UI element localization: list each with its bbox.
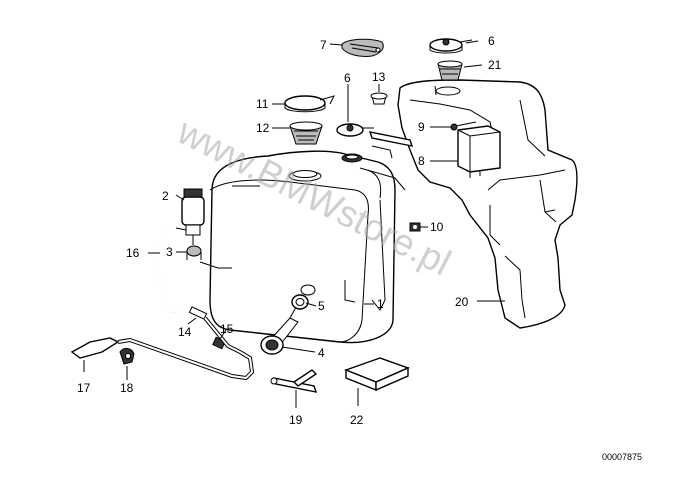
callout-20: 20 [455, 295, 469, 309]
bolt-part-19 [270, 369, 318, 393]
callout-18: 18 [120, 381, 134, 395]
callout-labels: 1 2 3 4 5 6 6 7 8 9 10 11 12 13 14 15 16… [77, 34, 502, 427]
callout-6-top: 6 [488, 34, 495, 48]
callout-1: 1 [377, 297, 384, 311]
callout-8: 8 [418, 154, 425, 168]
filter-part-21 [437, 60, 463, 81]
grommet-part-13 [370, 92, 388, 105]
washer-line-part-17 [70, 316, 255, 381]
callout-15: 15 [220, 322, 234, 336]
cap-part-6-top [429, 38, 473, 54]
callout-14: 14 [178, 325, 192, 339]
callout-17: 17 [77, 381, 91, 395]
callout-22: 22 [350, 413, 364, 427]
callout-7: 7 [320, 38, 327, 52]
relay-part-8 [457, 125, 501, 178]
filter-part-12 [289, 121, 323, 145]
pump-part-2 [181, 188, 205, 245]
callout-3: 3 [166, 245, 173, 259]
bracket-center [368, 131, 414, 159]
hose-part-16 [156, 227, 197, 319]
cap-part-6-center [336, 123, 374, 163]
callout-16: 16 [126, 246, 140, 260]
grommet-part-3 [186, 245, 232, 269]
seal-part-5 [291, 284, 316, 310]
callout-13: 13 [372, 70, 386, 84]
screw-part-9 [450, 121, 477, 131]
callout-19: 19 [289, 413, 303, 427]
callout-2: 2 [162, 189, 169, 203]
callout-21: 21 [488, 58, 502, 72]
connector-part-14 [188, 306, 208, 320]
callout-4: 4 [318, 346, 325, 360]
leader-lines [83, 40, 505, 408]
callout-5: 5 [318, 299, 325, 313]
washer-tank-part-1 [209, 150, 406, 344]
cap-part-11 [284, 95, 335, 113]
clip-part-18 [119, 347, 135, 365]
callout-12: 12 [256, 121, 270, 135]
document-number: 00007875 [602, 452, 642, 462]
callout-11: 11 [256, 97, 269, 111]
reservoir-part-20 [397, 79, 578, 329]
callout-10: 10 [430, 220, 444, 234]
callout-6-center: 6 [344, 71, 351, 85]
callout-9: 9 [418, 120, 425, 134]
cap-part-7 [341, 38, 384, 57]
pad-part-22 [344, 357, 410, 392]
